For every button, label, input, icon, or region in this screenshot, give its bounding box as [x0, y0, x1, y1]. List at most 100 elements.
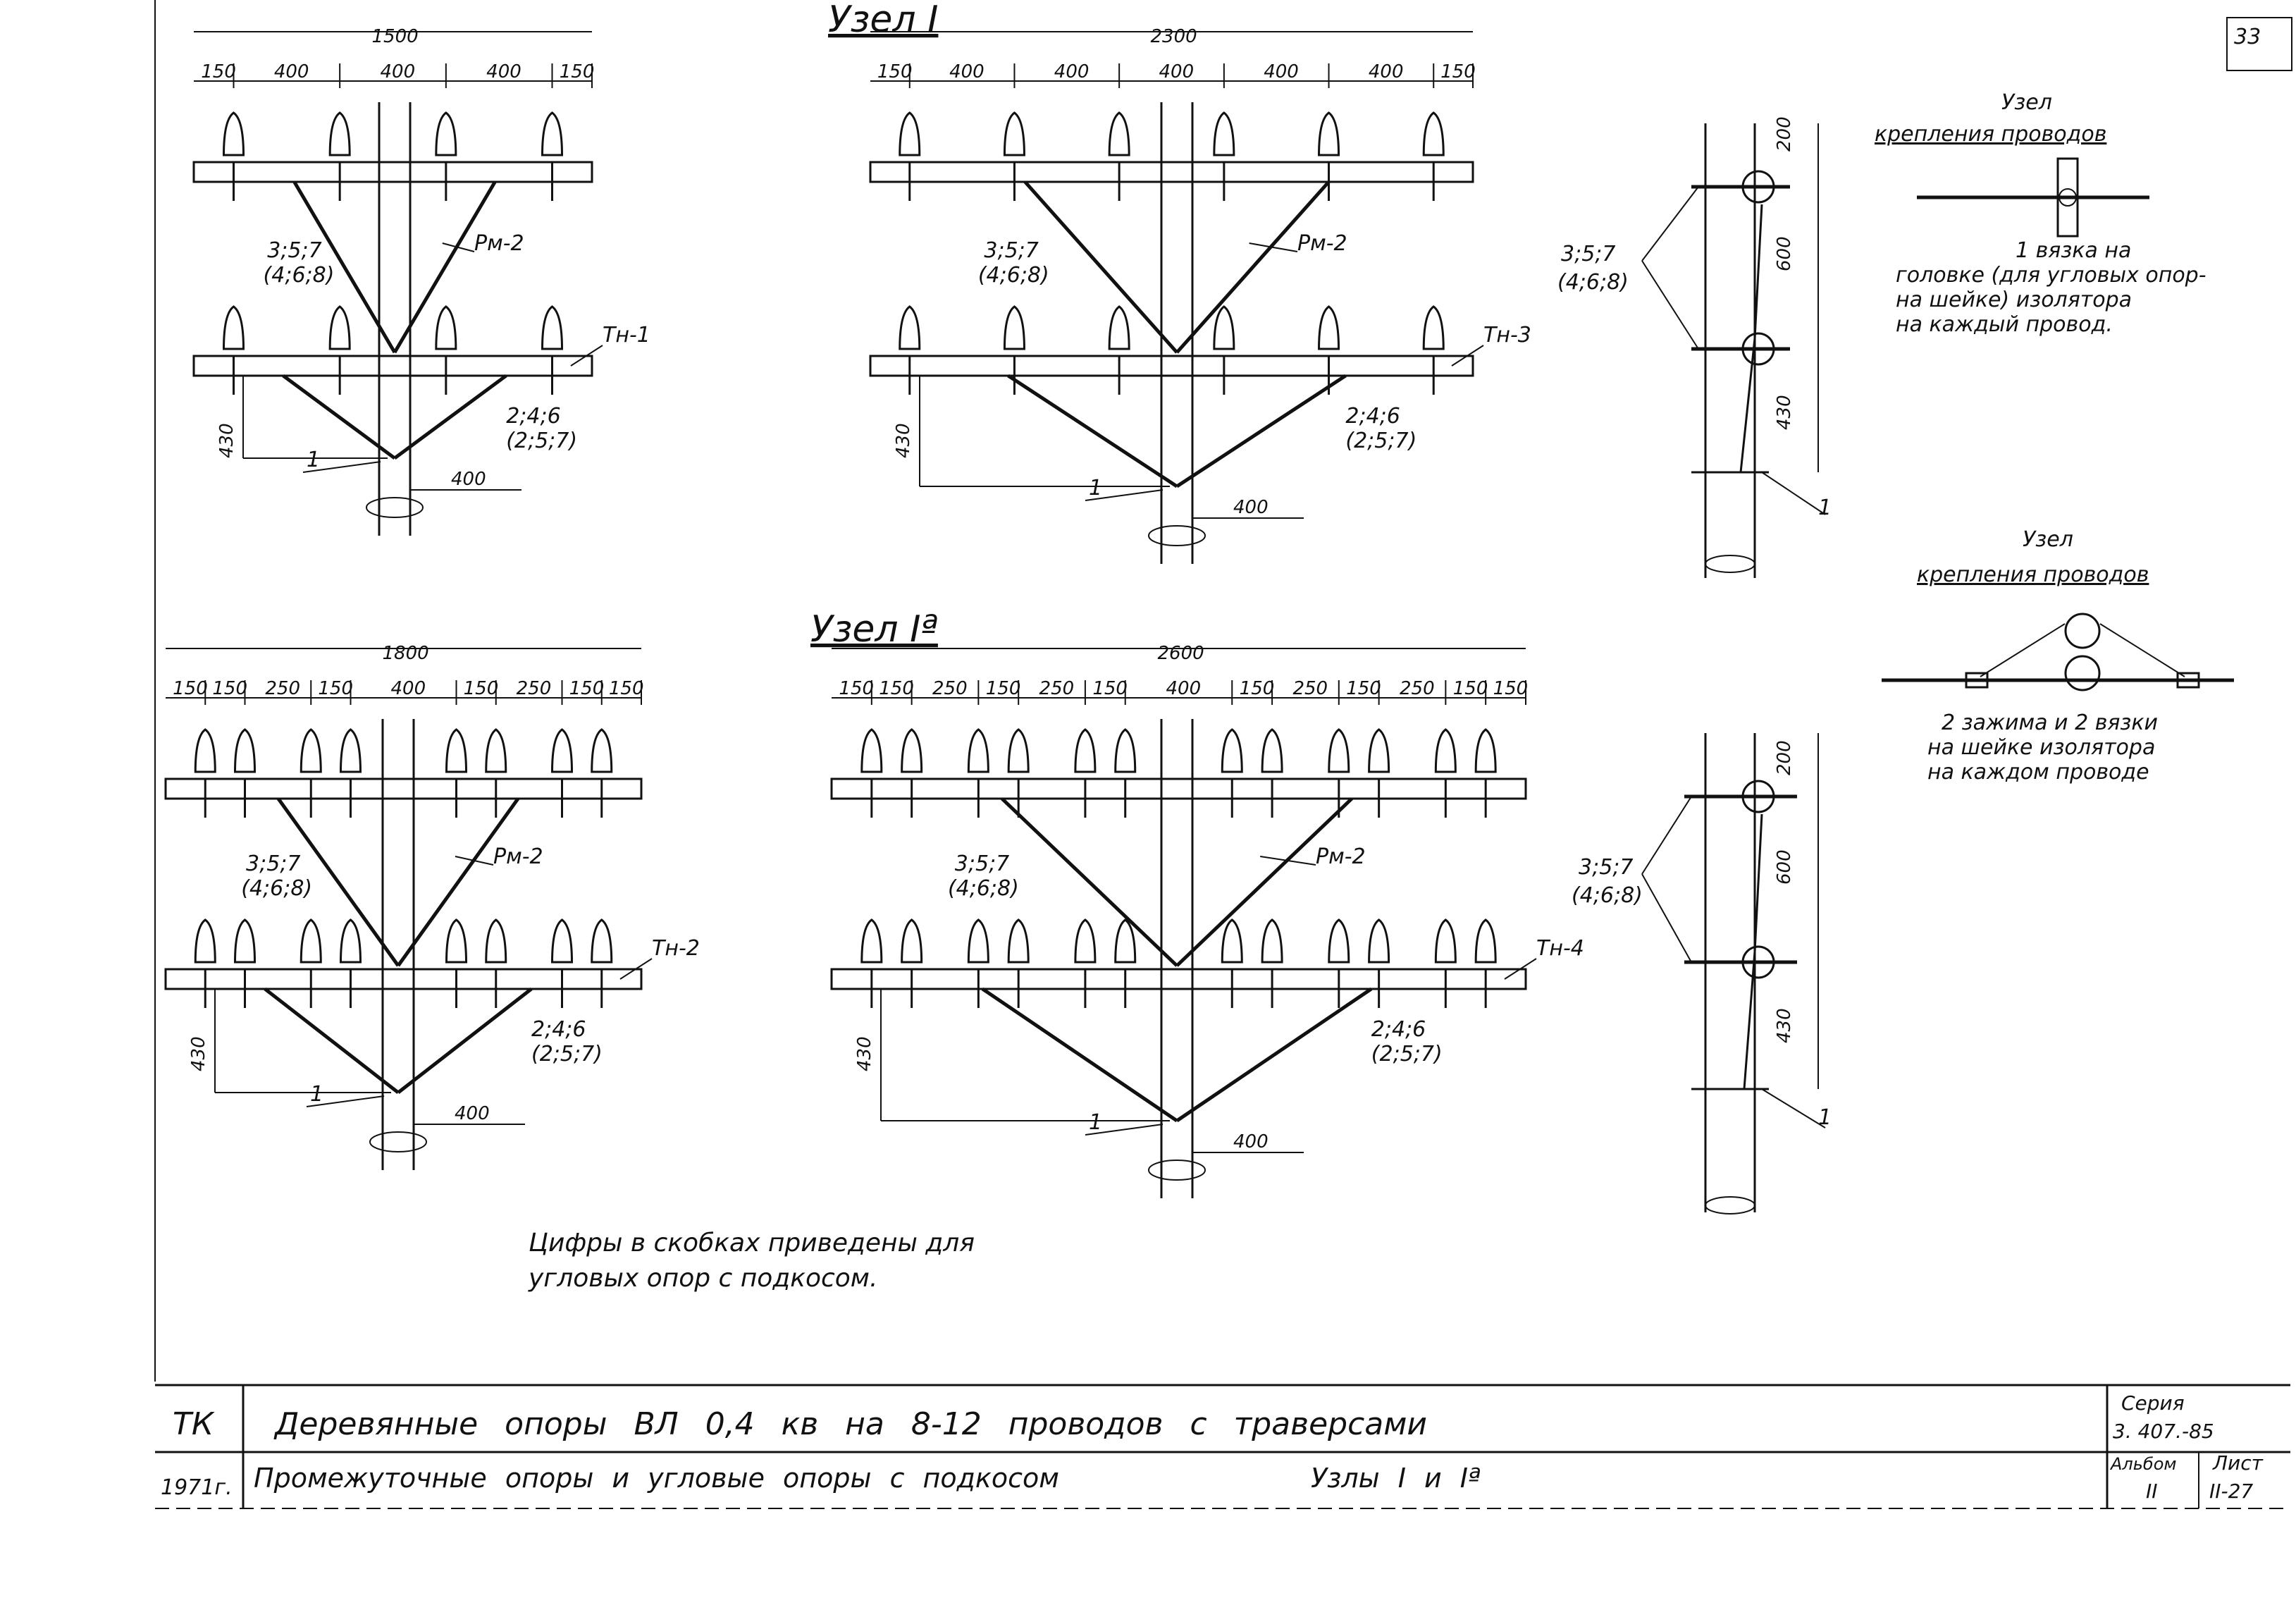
segment-dim: 150	[986, 678, 1021, 699]
brace-ref-b: (4;6;8)	[978, 263, 1049, 288]
segment-dim: 150	[1092, 678, 1128, 699]
brace-ref-b: (4;6;8)	[948, 876, 1019, 901]
segment-dim: 400	[1264, 61, 1299, 82]
segment-dim: 400	[1369, 61, 1404, 82]
side-view-node1: 200 600 430 3;5;7 (4;6;8) 1	[1557, 116, 1832, 578]
height-dim: 430	[216, 423, 237, 458]
insulator-icon	[967, 728, 989, 773]
segment-dim: 150	[464, 678, 499, 699]
clamp-icon	[2176, 672, 2200, 689]
brace	[393, 180, 497, 354]
fix2-note-0: 2 зажима и 2 вязки	[1942, 711, 2158, 735]
segment-dim: 150	[212, 678, 247, 699]
insulator-icon	[541, 305, 564, 350]
crossarm-beam	[164, 777, 643, 800]
insulator-top-icon	[2064, 613, 2101, 649]
segment-dim: 400	[949, 61, 985, 82]
brace	[292, 180, 397, 354]
insulator-icon	[222, 111, 245, 156]
side-mark: 1	[1818, 496, 1832, 520]
insulator-icon	[1114, 918, 1137, 964]
insulator-icon	[541, 111, 564, 156]
clamp-icon	[1965, 672, 1989, 689]
insulator-icon	[233, 918, 257, 964]
segment-dim: 250	[1292, 678, 1328, 699]
brace	[981, 987, 1178, 1123]
insulator-icon	[435, 305, 457, 350]
bolt-ref-a: 2;4;6	[1371, 1017, 1426, 1042]
mark-1: 1	[1089, 1110, 1102, 1135]
segment-dim: 150	[1440, 61, 1476, 82]
crossarm-beam	[869, 355, 1474, 377]
insulator-icon	[1213, 305, 1235, 350]
footnote-line-1: Цифры в скобках приведены для	[529, 1229, 975, 1257]
insulator-icon	[550, 918, 574, 964]
rm-label: Рм-2	[1316, 844, 1366, 869]
bolt-ref-a: 2;4;6	[531, 1017, 586, 1042]
segment-dim: 400	[1166, 678, 1202, 699]
fix2-note-2: на каждом проводе	[1927, 760, 2149, 785]
pole-section	[369, 1131, 427, 1152]
segment-dim: 150	[173, 678, 208, 699]
dim-side-600: 600	[1774, 236, 1795, 271]
segment-dim: 250	[932, 678, 968, 699]
fix1-subtitle: крепления проводов	[1875, 122, 2106, 147]
insulator-icon	[1434, 918, 1457, 964]
rm-label: Рм-2	[1297, 231, 1347, 256]
brace	[1175, 180, 1331, 354]
bolt-ref-a: 2;4;6	[506, 404, 560, 429]
insulator-neck-icon	[2064, 655, 2101, 691]
segment-dim: 150	[877, 61, 913, 82]
mark-1: 1	[307, 448, 320, 472]
binding-icon	[2059, 188, 2077, 207]
segment-dim: 150	[201, 61, 236, 82]
insulator-icon	[1368, 918, 1390, 964]
insulator-icon	[860, 918, 883, 964]
insulator-icon	[194, 918, 216, 964]
title-node1a: Узел Iª	[810, 608, 938, 651]
bolt-ref-b: (2;5;7)	[1345, 429, 1417, 453]
insulator-icon	[967, 918, 989, 964]
fix1-note-0: 1 вязка на	[2016, 238, 2131, 263]
insulator-icon	[1328, 728, 1350, 773]
insulator-icon	[1108, 111, 1130, 156]
segment-dim: 150	[609, 678, 644, 699]
brace	[393, 374, 507, 460]
side-ref-b: (4;6;8)	[1557, 270, 1629, 295]
insulator-icon	[1422, 111, 1445, 156]
tb-title-line2a: Промежуточные опоры и угловые опоры с по…	[254, 1463, 1059, 1494]
fix2-title: Узел	[2023, 527, 2073, 552]
dim-side-430b: 430	[1774, 1008, 1795, 1043]
segment-dim: 150	[318, 678, 353, 699]
insulator-icon	[860, 728, 883, 773]
brace	[1175, 987, 1373, 1123]
insulator-icon	[222, 305, 245, 350]
brace-ref-a: 3;5;7	[246, 851, 300, 876]
segment-dim: 150	[569, 678, 605, 699]
brace	[276, 797, 400, 967]
insulator-icon	[300, 918, 322, 964]
title-block: ТК 1971г. Деревянные опоры ВЛ 0,4 кв на …	[155, 1384, 2290, 1509]
rm-label: Рм-2	[474, 231, 524, 256]
pole-section	[366, 497, 424, 518]
insulator-icon	[550, 728, 574, 773]
brace-ref-b: (4;6;8)	[264, 263, 335, 288]
binding-detail-1: Узел крепления проводов 1 вязка на голов…	[1875, 90, 2206, 337]
tb-series-label: Серия	[2121, 1391, 2185, 1415]
fix1-note-1: головке (для угловых опор-	[1896, 263, 2206, 288]
insulator-icon	[339, 728, 362, 773]
insulator-icon	[233, 728, 257, 773]
segment-dim: 250	[1400, 678, 1435, 699]
insulator-icon	[300, 728, 322, 773]
insulator-icon	[1221, 918, 1243, 964]
insulator-icon	[1318, 305, 1340, 350]
insulator-icon	[899, 305, 921, 350]
insulator-icon	[445, 918, 468, 964]
title-node1: Узел I	[828, 0, 938, 41]
crossarm-beam	[869, 161, 1474, 183]
total-width: 2300	[1151, 26, 1197, 47]
segment-dim: 150	[879, 678, 914, 699]
